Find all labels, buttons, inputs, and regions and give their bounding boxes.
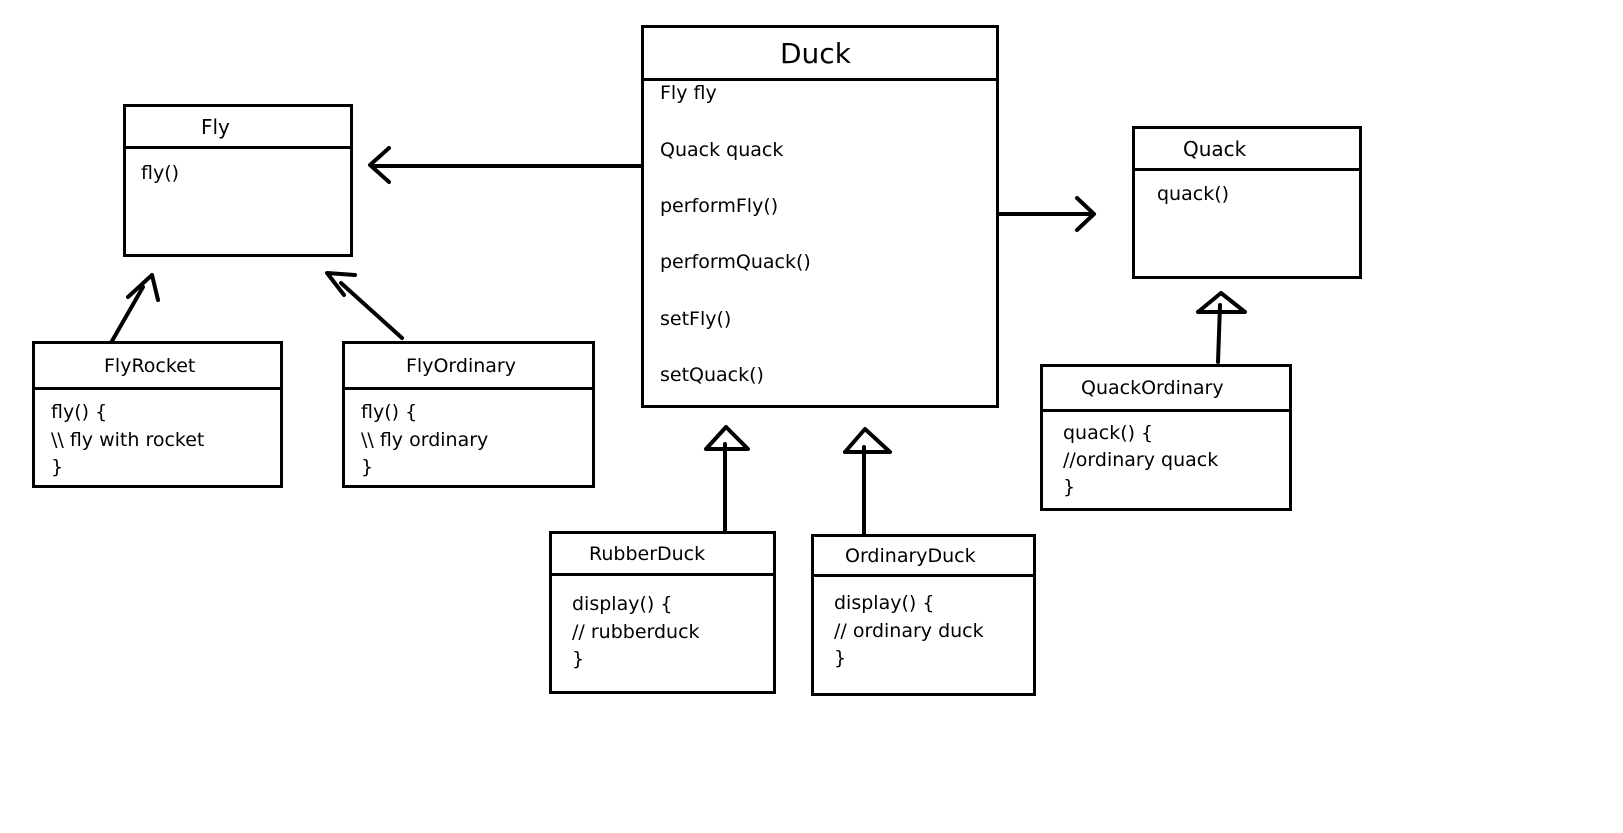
class-fly-member: fly()	[141, 162, 180, 184]
flyrocket-to-fly-realization	[110, 273, 160, 343]
class-rubberduck-member: }	[572, 648, 585, 670]
class-flyordinary-name: FlyOrdinary	[406, 354, 516, 377]
class-rubberduck: RubberDuck display() { // rubberduck }	[549, 531, 776, 694]
class-flyordinary: FlyOrdinary fly() { \\ fly ordinary }	[342, 341, 595, 488]
class-flyrocket-member: \\ fly with rocket	[51, 429, 205, 451]
class-ordinaryduck-member: // ordinary duck	[834, 620, 984, 642]
class-quack-member: quack()	[1157, 183, 1230, 205]
flyordinary-to-fly-realization	[325, 271, 404, 340]
class-rubberduck-header: RubberDuck	[552, 534, 773, 576]
class-ordinaryduck: OrdinaryDuck display() { // ordinary duc…	[811, 534, 1036, 696]
class-duck-member: setFly()	[660, 308, 732, 330]
class-flyrocket-name: FlyRocket	[104, 354, 196, 377]
class-duck-header: Duck	[644, 28, 996, 81]
class-flyordinary-member: fly() {	[361, 401, 418, 423]
class-rubberduck-name: RubberDuck	[589, 542, 706, 565]
class-flyordinary-member: }	[361, 456, 374, 478]
class-duck-name: Duck	[780, 36, 851, 70]
ordinaryduck-to-duck-inheritance	[843, 427, 892, 538]
class-ordinaryduck-member: display() {	[834, 592, 935, 614]
duck-to-fly-association	[368, 146, 643, 184]
duck-to-quack-association	[993, 196, 1096, 232]
class-duck-member: Fly fly	[660, 82, 717, 104]
class-duck: Duck Fly fly Quack quack performFly() pe…	[641, 25, 999, 408]
class-fly-name: Fly	[201, 114, 230, 139]
class-quackordinary: QuackOrdinary quack() { //ordinary quack…	[1040, 364, 1292, 511]
class-flyrocket-header: FlyRocket	[35, 344, 280, 390]
class-ordinaryduck-header: OrdinaryDuck	[814, 537, 1033, 577]
class-rubberduck-member: // rubberduck	[572, 621, 700, 643]
class-quackordinary-member: }	[1063, 476, 1076, 498]
class-quack: Quack quack()	[1132, 126, 1362, 279]
class-quackordinary-member: quack() {	[1063, 422, 1154, 444]
class-flyrocket-member: }	[51, 456, 64, 478]
class-duck-member: setQuack()	[660, 364, 764, 386]
class-flyrocket: FlyRocket fly() { \\ fly with rocket }	[32, 341, 283, 488]
class-quack-header: Quack	[1135, 129, 1359, 171]
class-fly-header: Fly	[126, 107, 350, 149]
class-ordinaryduck-name: OrdinaryDuck	[845, 544, 976, 567]
class-fly: Fly fly()	[123, 104, 353, 257]
class-quackordinary-header: QuackOrdinary	[1043, 367, 1289, 412]
class-ordinaryduck-member: }	[834, 647, 847, 669]
class-flyrocket-member: fly() {	[51, 401, 108, 423]
class-duck-member: performFly()	[660, 195, 779, 217]
class-flyordinary-member: \\ fly ordinary	[361, 429, 489, 451]
rubberduck-to-duck-inheritance	[704, 425, 750, 535]
class-flyordinary-header: FlyOrdinary	[345, 344, 592, 390]
class-rubberduck-member: display() {	[572, 593, 673, 615]
quackordinary-to-quack-realization	[1196, 291, 1247, 364]
class-quackordinary-name: QuackOrdinary	[1081, 377, 1224, 399]
class-quackordinary-member: //ordinary quack	[1063, 449, 1219, 471]
class-duck-member: Quack quack	[660, 139, 784, 161]
class-duck-member: performQuack()	[660, 251, 811, 273]
class-quack-name: Quack	[1183, 136, 1247, 161]
